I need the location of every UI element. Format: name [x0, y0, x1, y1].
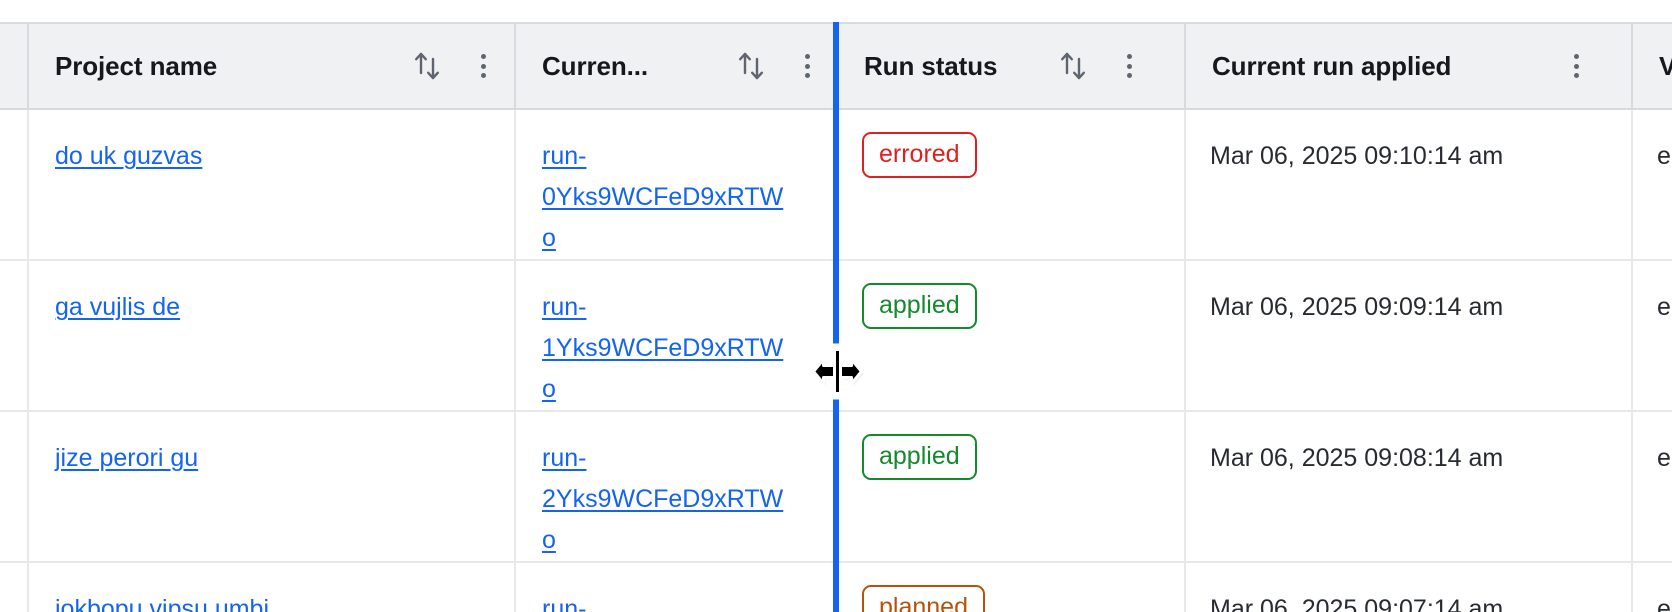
project-name-link[interactable]: jize perori gu — [55, 444, 199, 472]
cell-project-name: ga vujlis de — [28, 260, 516, 412]
project-name-link[interactable]: jokbopu vipsu umbi — [55, 595, 270, 612]
column-header-project-name[interactable]: Project name — [28, 22, 516, 110]
cell-run-status: errored — [835, 109, 1186, 261]
project-name-link[interactable]: do uk guzvas — [55, 142, 203, 170]
column-header-current-run[interactable]: Curren... — [515, 22, 836, 110]
cell-current-run: run-3Yks9WCFeD9xRTWo — [515, 562, 836, 612]
version-value: e — [1657, 595, 1671, 612]
cell-current-run: run-1Yks9WCFeD9xRTWo — [515, 260, 836, 412]
cell-version: e — [1632, 411, 1672, 563]
status-badge: errored — [862, 132, 977, 178]
cell-current-run-applied: Mar 06, 2025 09:08:14 am — [1185, 411, 1633, 563]
applied-timestamp: Mar 06, 2025 09:07:14 am — [1210, 595, 1504, 612]
column-header-label-current-run-applied: Current run applied — [1212, 50, 1452, 81]
column-header-select[interactable] — [0, 22, 29, 110]
current-run-link[interactable]: run-0Yks9WCFeD9xRTWo — [542, 142, 784, 252]
kebab-menu-icon[interactable] — [1563, 51, 1589, 81]
table-body: do uk guzvas run-0Yks9WCFeD9xRTWo errore… — [0, 109, 1672, 612]
cell-current-run-applied: Mar 06, 2025 09:09:14 am — [1185, 260, 1633, 412]
version-value: e — [1657, 142, 1671, 170]
cell-run-status: applied — [835, 411, 1186, 563]
cell-current-run: run-2Yks9WCFeD9xRTWo — [515, 411, 836, 563]
status-badge: planned — [862, 585, 985, 612]
table-row[interactable]: jize perori gu run-2Yks9WCFeD9xRTWo appl… — [0, 411, 1672, 563]
row-select-cell[interactable] — [0, 411, 29, 563]
row-select-cell[interactable] — [0, 260, 29, 412]
column-header-label-run-status: Run status — [864, 50, 998, 81]
sort-icon[interactable] — [736, 49, 766, 83]
kebab-menu-icon[interactable] — [1116, 51, 1142, 81]
projects-table: Project name — [0, 22, 1672, 612]
version-value: e — [1657, 293, 1671, 321]
table-row[interactable]: do uk guzvas run-0Yks9WCFeD9xRTWo errore… — [0, 109, 1672, 261]
column-header-run-status[interactable]: Run status — [835, 22, 1186, 110]
kebab-menu-icon[interactable] — [470, 51, 496, 81]
cell-project-name: jize perori gu — [28, 411, 516, 563]
column-header-version[interactable]: V — [1632, 22, 1672, 110]
column-header-label-project-name: Project name — [55, 50, 218, 81]
cell-run-status: planned — [835, 562, 1186, 612]
cell-version: e — [1632, 109, 1672, 261]
row-select-cell[interactable] — [0, 562, 29, 612]
table-header-row: Project name — [0, 22, 1672, 110]
cell-current-run: run-0Yks9WCFeD9xRTWo — [515, 109, 836, 261]
cell-current-run-applied: Mar 06, 2025 09:10:14 am — [1185, 109, 1633, 261]
applied-timestamp: Mar 06, 2025 09:08:14 am — [1210, 444, 1504, 472]
applied-timestamp: Mar 06, 2025 09:09:14 am — [1210, 293, 1504, 321]
current-run-link[interactable]: run-2Yks9WCFeD9xRTWo — [542, 444, 784, 554]
sort-icon[interactable] — [412, 49, 442, 83]
version-value: e — [1657, 444, 1671, 472]
table-row[interactable]: ga vujlis de run-1Yks9WCFeD9xRTWo applie… — [0, 260, 1672, 412]
table-row[interactable]: jokbopu vipsu umbi run-3Yks9WCFeD9xRTWo … — [0, 562, 1672, 612]
sort-icon[interactable] — [1058, 49, 1088, 83]
current-run-link[interactable]: run-1Yks9WCFeD9xRTWo — [542, 293, 784, 403]
applied-timestamp: Mar 06, 2025 09:10:14 am — [1210, 142, 1504, 170]
column-header-current-run-applied[interactable]: Current run applied — [1185, 22, 1633, 110]
cell-run-status: applied — [835, 260, 1186, 412]
cell-version: e — [1632, 562, 1672, 612]
status-badge: applied — [862, 283, 977, 329]
kebab-menu-icon[interactable] — [794, 51, 820, 81]
status-badge: applied — [862, 434, 977, 480]
cell-current-run-applied: Mar 06, 2025 09:07:14 am — [1185, 562, 1633, 612]
table-header: Project name — [0, 22, 1672, 110]
column-header-label-version: V — [1659, 50, 1672, 81]
row-select-cell[interactable] — [0, 109, 29, 261]
cell-project-name: do uk guzvas — [28, 109, 516, 261]
cell-project-name: jokbopu vipsu umbi — [28, 562, 516, 612]
cell-version: e — [1632, 260, 1672, 412]
project-name-link[interactable]: ga vujlis de — [55, 293, 181, 321]
column-header-label-current-run: Curren... — [542, 50, 649, 81]
current-run-link[interactable]: run-3Yks9WCFeD9xRTWo — [542, 595, 587, 612]
